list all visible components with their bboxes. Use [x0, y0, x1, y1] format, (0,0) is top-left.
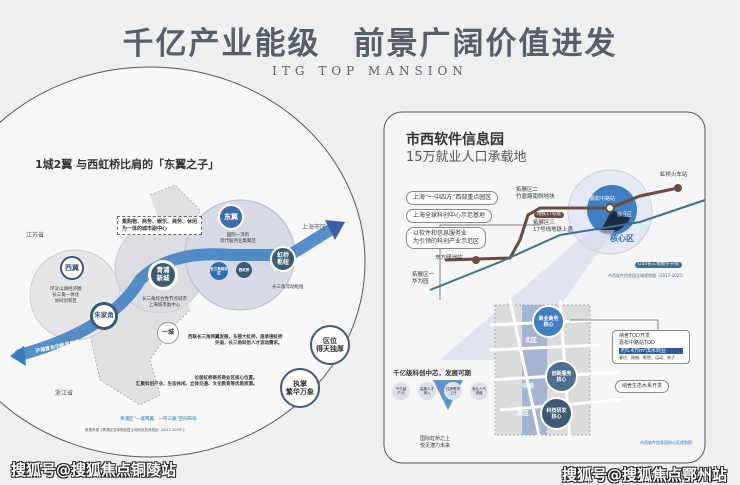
right-subheading: 15万就业人口承载地	[406, 150, 527, 165]
caption-hongqiao: 长三角流动枢纽	[272, 285, 304, 290]
label-station-east: 东方绿洲站	[435, 255, 463, 261]
label-core: 核心区	[610, 234, 634, 243]
node-zhujiajiao: 朱家角	[90, 302, 118, 330]
label-shanghai: 上海市区	[302, 224, 327, 231]
label-line17: 地铁17号线	[534, 212, 564, 218]
tod-line2: 嘉松中路站TOD	[619, 339, 655, 346]
label-zone2: 拓展区二 竹盈路南侧地块	[516, 187, 555, 201]
feature-3: 以软件和信息服务业 为引领的科创产业示范区	[406, 227, 487, 250]
chip-3: 住房需求 上升	[444, 382, 462, 400]
label-zone3: 拓展区三 17号线地铁上盖	[533, 220, 573, 234]
left-source: 数据来源《青浦区总体规划暨土地利用总体规划（2017-2035）》	[85, 428, 187, 432]
district-middle: 中部	[522, 383, 535, 390]
chips-title: 千亿级科创中芯，发展可期	[393, 369, 471, 377]
node-xiyi: 西翼	[60, 256, 84, 280]
node-dongyi: 东翼	[218, 204, 244, 230]
callout-box: 集购物、商务、娱乐、商务、休闲 为一体的城市副中心	[117, 216, 203, 235]
chip-2: 高素人才 涌入	[418, 382, 436, 400]
caption-qingpu: 长三角综合性节点城市 上海城市副中心	[142, 297, 187, 308]
label-station-hq: 虹桥火车站	[660, 172, 688, 178]
district-north: 北区	[525, 337, 538, 344]
feature-1: 上海“一中四方”西部重点园区	[406, 191, 499, 206]
district-south: 南区	[517, 410, 530, 417]
page-subtitle: ITG TOP MANSION	[272, 64, 468, 78]
badge-location: 区位 得天独厚	[310, 325, 350, 365]
label-zone1: 拓展区一 华为园	[412, 272, 435, 286]
eco-box: 纳舍生态水系开发	[615, 380, 670, 393]
tod-highlight: 约5.4万m²滨水商业	[619, 347, 683, 355]
node-qingpu: 青浦 新城	[148, 260, 178, 290]
badge-prosperity: 执掌 繁华万象	[280, 368, 320, 408]
caption-dongyi: 国际一流的 现代服务业集聚区	[220, 233, 256, 244]
watermark-right: 搜狐号@搜狐焦点鄂州站	[562, 466, 728, 484]
badge-prosperity-desc: 位居虹桥商务商业区核心位置。 汇聚科创产业、生态休闲、立体交通、文化教育等优质资…	[136, 376, 258, 387]
funnel-text: 国际虹桥之上 悦见潜力未来	[420, 436, 451, 449]
core-rd: 科技研发 核心	[540, 397, 573, 430]
feature-2: 上海全球科创中心示范基地	[406, 209, 493, 224]
node-small-2: 西虹桥	[236, 262, 252, 278]
metro-line-17	[444, 186, 679, 262]
node-hongqiao: 虹桥 枢纽	[270, 246, 296, 272]
label-plan: 市西软件信息园全域规划图（2017-2025）	[608, 273, 686, 278]
tod-box: 纳舍TOD开发 嘉松中路站TOD 约5.4万m²滨水商业 餐饮、购物、影院、运动…	[612, 330, 690, 364]
development-arrow	[14, 224, 336, 361]
left-heading: 1城2翼 与西虹桥比肩的「东翼之子」	[35, 158, 220, 171]
badge-location-desc: 西联长三角两翼发展，东接大虹桥，南承接虹桥 外溢，长三角科创人才流动需求。	[188, 335, 283, 346]
page-title: 千亿产业能级 前景广阔价值进发	[122, 26, 618, 62]
left-footnote: 青浦区“一城两翼、一带三廊”空间布局	[120, 417, 197, 422]
watermark-left: 搜狐号@搜狐焦点铜陵站	[11, 461, 177, 479]
chip-4: 商业人气 递增	[470, 382, 488, 400]
node-yicheng: 一城	[157, 322, 179, 344]
label-jiangsu: 江苏省	[26, 232, 45, 239]
label-g50: G50长三角数字干线	[635, 262, 682, 268]
label-zhejiang: 浙江省	[55, 390, 74, 397]
core-commercial: 商业商务 核心	[532, 305, 565, 338]
tod-line3: 餐饮、购物、影院、运动、亲子...	[619, 355, 679, 361]
g50-line	[429, 199, 706, 291]
caption-xiyi: 环淀山湖经济圈 长三角一体化 协同创新区	[50, 287, 82, 304]
node-small-1: 长三角商务区	[210, 262, 228, 280]
right-heading: 市西软件信息园	[406, 132, 504, 148]
label-xujing: 徐泾区	[617, 212, 633, 218]
core-innovation: 创新服务 核心	[545, 360, 578, 393]
label-station-mid: 嘉松中路站	[590, 196, 616, 202]
tod-line1: 纳舍TOD开发	[619, 333, 650, 339]
right-footer: 市西软件信息园核心区规划图	[640, 440, 692, 445]
chip-1: 千亿级 产业	[392, 382, 410, 400]
